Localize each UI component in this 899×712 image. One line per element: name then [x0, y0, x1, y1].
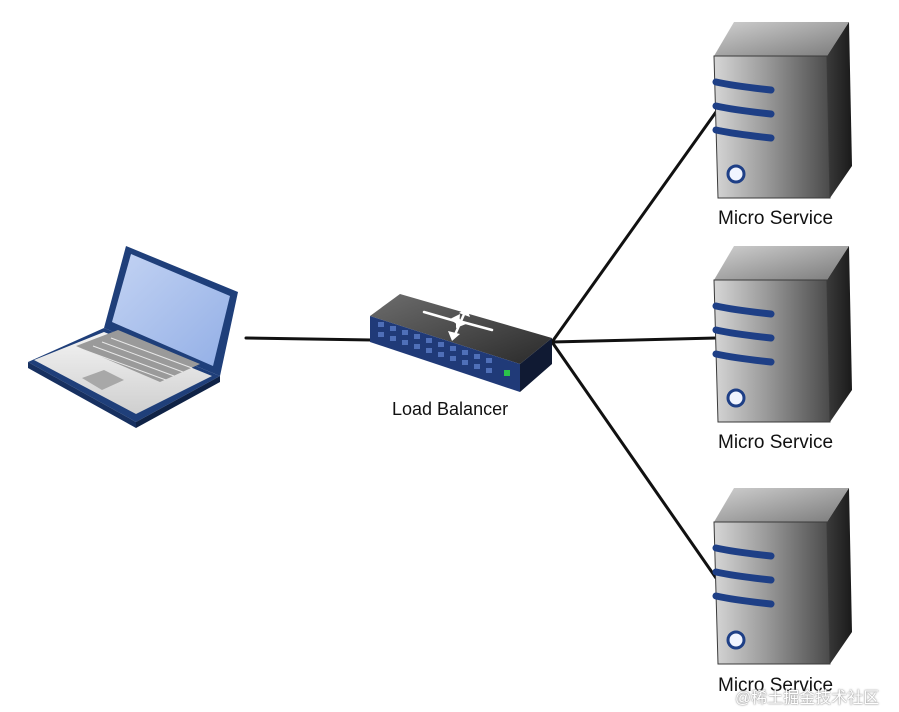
server-tower-icon	[714, 488, 852, 664]
server-tower-icon	[714, 22, 852, 198]
server-tower-icon	[714, 246, 852, 422]
edge-balancer-to-service-2	[550, 336, 718, 344]
connector-lines	[244, 110, 718, 580]
laptop-icon	[28, 246, 238, 428]
edge-balancer-to-service-1	[550, 110, 718, 344]
network-switch-icon	[370, 294, 552, 392]
micro-service-label: Micro Service	[718, 432, 834, 453]
edge-client-to-balancer	[244, 336, 374, 342]
edge-balancer-to-service-3	[550, 340, 718, 580]
micro-service-label: Micro Service	[718, 208, 834, 229]
watermark: @稀土掘金技术社区	[735, 690, 880, 707]
micro-service-label: Micro Service	[718, 675, 834, 696]
routing-arrows-icon	[422, 308, 494, 341]
load-balancer-label: Load Balancer	[392, 399, 509, 419]
